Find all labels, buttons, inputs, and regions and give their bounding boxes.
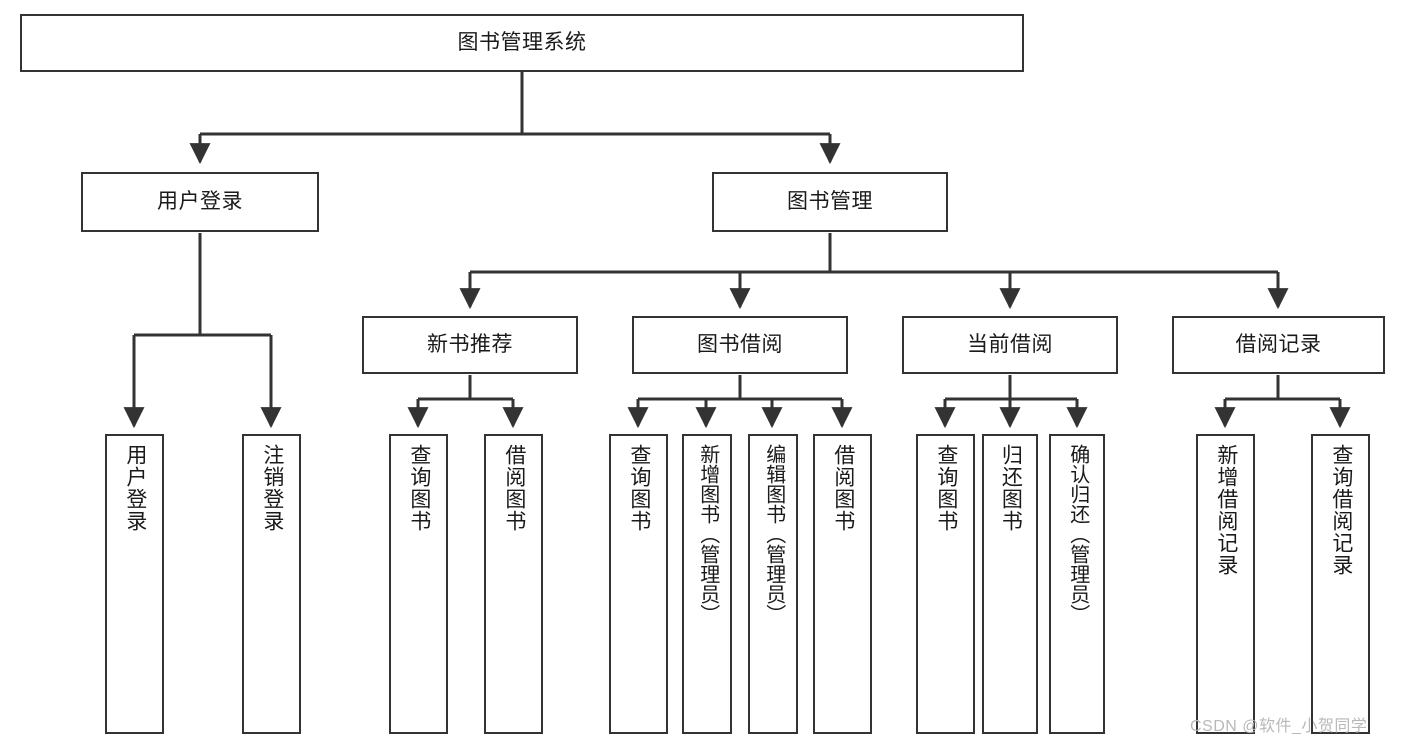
- leaf-label: 查询借阅记录: [1329, 444, 1353, 576]
- leaf-user-login-0[interactable]: 用户登录: [105, 434, 164, 734]
- csdn-watermark: CSDN @软件_小贺同学: [1190, 718, 1368, 735]
- node-user-login-label: 用户登录: [157, 189, 243, 213]
- leaf-book-borrow-0[interactable]: 查询图书: [609, 434, 668, 734]
- leaf-label: 归还图书: [999, 444, 1023, 532]
- node-book-borrow[interactable]: 图书借阅: [632, 316, 848, 374]
- node-current-borrow-label: 当前借阅: [967, 332, 1053, 356]
- node-user-login[interactable]: 用户登录: [81, 172, 319, 232]
- node-new-book-recommend[interactable]: 新书推荐: [362, 316, 578, 374]
- node-root-label: 图书管理系统: [457, 30, 587, 54]
- leaf-book-borrow-2[interactable]: 编辑图书（管理员）: [748, 434, 798, 734]
- leaf-label: 确认归还（管理员）: [1066, 444, 1089, 624]
- leaf-user-login-1[interactable]: 注销登录: [242, 434, 301, 734]
- leaf-label: 新增借阅记录: [1214, 444, 1238, 576]
- leaf-label: 用户登录: [123, 444, 147, 532]
- node-root[interactable]: 图书管理系统: [20, 14, 1024, 72]
- leaf-current-borrow-0[interactable]: 查询图书: [916, 434, 975, 734]
- leaf-label: 查询图书: [934, 444, 958, 532]
- node-book-borrow-label: 图书借阅: [697, 332, 783, 356]
- node-new-book-recommend-label: 新书推荐: [427, 332, 513, 356]
- leaf-label: 借阅图书: [502, 444, 526, 532]
- node-current-borrow[interactable]: 当前借阅: [902, 316, 1118, 374]
- node-book-management-label: 图书管理: [787, 189, 873, 213]
- leaf-label: 借阅图书: [831, 444, 855, 532]
- leaf-label: 查询图书: [407, 444, 431, 532]
- leaf-current-borrow-1[interactable]: 归还图书: [982, 434, 1038, 734]
- leaf-label: 查询图书: [627, 444, 651, 532]
- leaf-current-borrow-2[interactable]: 确认归还（管理员）: [1049, 434, 1105, 734]
- leaf-label: 编辑图书（管理员）: [762, 444, 785, 624]
- node-borrow-record-label: 借阅记录: [1235, 332, 1322, 356]
- leaf-book-borrow-3[interactable]: 借阅图书: [813, 434, 872, 734]
- leaf-label: 新增图书（管理员）: [696, 444, 719, 624]
- leaf-book-borrow-1[interactable]: 新增图书（管理员）: [682, 434, 732, 734]
- leaf-new-book-recommend-1[interactable]: 借阅图书: [484, 434, 543, 734]
- node-book-management[interactable]: 图书管理: [712, 172, 948, 232]
- node-borrow-record[interactable]: 借阅记录: [1172, 316, 1385, 374]
- leaf-borrow-record-1[interactable]: 查询借阅记录: [1311, 434, 1370, 734]
- leaf-label: 注销登录: [260, 444, 284, 532]
- leaf-borrow-record-0[interactable]: 新增借阅记录: [1196, 434, 1255, 734]
- leaf-new-book-recommend-0[interactable]: 查询图书: [389, 434, 448, 734]
